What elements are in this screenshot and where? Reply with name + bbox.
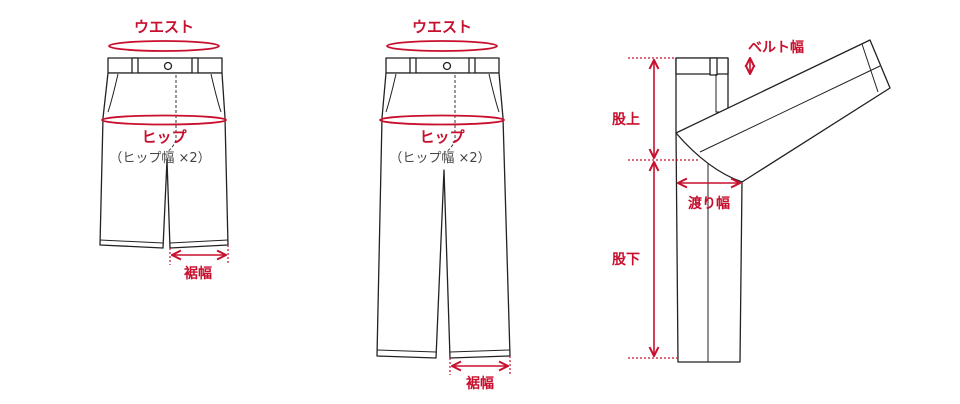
shorts-pocket-left — [107, 73, 119, 113]
shorts-hip-note: （ヒップ幅 ×2） — [109, 151, 210, 166]
side-lifted-leg-seam — [699, 65, 881, 153]
shorts-waist-ellipse — [108, 40, 220, 52]
shorts-fly-stitch — [165, 75, 177, 153]
shorts-hip-ellipse — [101, 114, 227, 126]
trousers-waist-label: ウエスト — [412, 18, 472, 36]
trousers-belt-loop-right — [468, 57, 476, 75]
trousers-pocket-right — [488, 73, 500, 113]
side-view-measurements — [628, 58, 750, 359]
side-belt-loop — [709, 57, 718, 76]
shorts-belt-loop-left — [131, 57, 139, 75]
trousers-button — [442, 61, 452, 71]
shorts-hip-label: ヒップ — [141, 128, 187, 146]
trousers-fly-stitch — [444, 75, 456, 153]
shorts-waist-label: ウエスト — [134, 18, 194, 36]
side-thigh-label: 渡り幅 — [688, 195, 730, 212]
side-view-illustration — [675, 39, 891, 363]
trousers-hem-label: 裾幅 — [466, 375, 494, 392]
trousers-measurements — [379, 40, 511, 375]
trousers-waistband — [385, 57, 500, 74]
trousers-hip-ellipse — [379, 114, 505, 126]
shorts-measurements — [101, 40, 229, 265]
trousers-hem-left — [376, 349, 437, 353]
side-inseam-label: 股下 — [612, 252, 640, 268]
trousers-body — [376, 72, 511, 359]
shorts-hem-left — [99, 239, 164, 244]
side-belt-label: ベルト幅 — [748, 39, 804, 56]
shorts-hem-label: 裾幅 — [184, 265, 212, 282]
trousers-illustration — [376, 57, 511, 359]
side-waistband — [675, 57, 729, 75]
trousers-waist-ellipse — [386, 40, 498, 52]
shorts-button — [163, 61, 173, 71]
trousers-hip-note: （ヒップ幅 ×2） — [389, 151, 490, 166]
shorts-belt-loop-right — [191, 57, 199, 75]
side-rise-label: 股上 — [612, 112, 640, 128]
trousers-hip-label: ヒップ — [419, 128, 465, 146]
shorts-hem-right — [169, 239, 229, 244]
trousers-belt-loop-left — [409, 57, 417, 75]
shorts-pocket-right — [210, 73, 222, 113]
side-lifted-leg — [675, 39, 891, 183]
trousers-hem-right — [449, 349, 511, 353]
side-lifted-leg-hem — [861, 43, 879, 93]
trousers-pocket-left — [385, 73, 397, 113]
